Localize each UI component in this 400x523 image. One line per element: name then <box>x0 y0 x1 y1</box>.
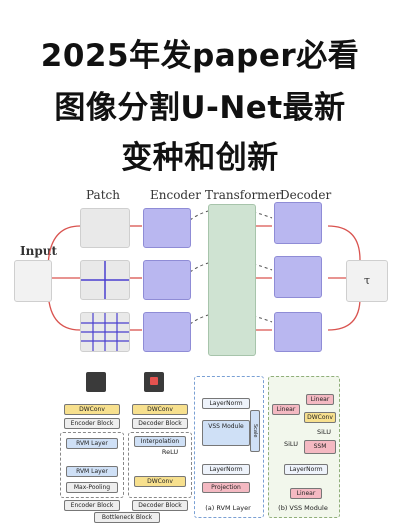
diagram-connectors <box>47 208 361 331</box>
output-mask-icon <box>150 377 158 385</box>
rvm-caption: (a) RVM Layer <box>205 504 251 512</box>
rvm-layer-2: RVM Layer <box>66 466 118 477</box>
dense-grid-icon <box>81 313 129 351</box>
input-cube-icon <box>86 372 106 392</box>
transformer-label: Transformer <box>205 188 282 202</box>
vss-module-block: VSS Module <box>202 420 250 446</box>
bottleneck-block: Bottleneck Block <box>94 512 160 523</box>
rvm-layer-1: RVM Layer <box>66 438 118 449</box>
left-dwconv: DWConv <box>64 404 120 415</box>
rvm-panel-border <box>194 376 264 518</box>
decoder-block-3 <box>274 312 322 352</box>
patch-cross <box>80 260 130 300</box>
right-decoder-block-2: Decoder Block <box>132 500 188 511</box>
encoder-label: Encoder <box>150 188 201 202</box>
transformer-block <box>208 204 256 356</box>
silu-label-2: SiLU <box>284 440 298 448</box>
decoder-block-2 <box>274 256 322 298</box>
input-label: Input <box>20 244 57 258</box>
vss-linear-bottom: Linear <box>290 488 322 499</box>
output-box: τ <box>346 260 388 302</box>
left-encoder-block-2: Encoder Block <box>64 500 120 511</box>
decoder-label: Decoder <box>280 188 332 202</box>
title-line-2: 图像分割U-Net最新 <box>54 90 346 126</box>
encoder-block-2 <box>143 260 191 300</box>
vss-linear-left: Linear <box>272 404 300 415</box>
right-dwconv: DWConv <box>132 404 188 415</box>
projection-block: Projection <box>202 482 250 493</box>
patch-label: Patch <box>86 188 120 202</box>
vss-linear-right: Linear <box>306 394 334 405</box>
cross-grid-icon <box>81 261 129 299</box>
vss-layernorm: LayerNorm <box>284 464 328 475</box>
right-dashed-group <box>128 432 192 498</box>
rvm-layernorm-1: LayerNorm <box>202 398 250 409</box>
decoder-block-1 <box>274 202 322 244</box>
right-decoder-block: Decoder Block <box>132 418 188 429</box>
unet-diagram: Patch Encoder Transformer Decoder Input <box>0 180 400 370</box>
inner-dwconv: DWConv <box>134 476 186 487</box>
interpolation: Interpolation <box>134 436 186 447</box>
encoder-block-1 <box>143 208 191 248</box>
input-image <box>14 260 52 302</box>
patch-plain <box>80 208 130 248</box>
title-line-3: 变种和创新 <box>121 140 279 176</box>
vss-dwconv: DWConv <box>304 412 336 423</box>
rvm-layernorm-2: LayerNorm <box>202 464 250 475</box>
patch-grid <box>80 312 130 352</box>
scale-block: Scale <box>250 410 260 452</box>
lower-left-panel: DWConv Encoder Block RVM Layer RVM Layer… <box>58 372 192 523</box>
rvm-layer-panel: LayerNorm VSS Module Scale LayerNorm Pro… <box>194 376 264 518</box>
relu-label: ReLU <box>161 448 179 456</box>
vss-module-panel: Linear Linear DWConv SiLU SSM SiLU Layer… <box>268 376 340 518</box>
ssm-block: SSM <box>304 440 336 454</box>
title-line-1: 2025年发paper必看 <box>40 38 360 74</box>
encoder-block-3 <box>143 312 191 352</box>
silu-label-1: SiLU <box>317 428 331 436</box>
left-dashed-group <box>60 432 124 498</box>
left-encoder-block: Encoder Block <box>64 418 120 429</box>
max-pooling: Max-Pooling <box>66 482 118 493</box>
vss-caption: (b) VSS Module <box>278 504 328 512</box>
